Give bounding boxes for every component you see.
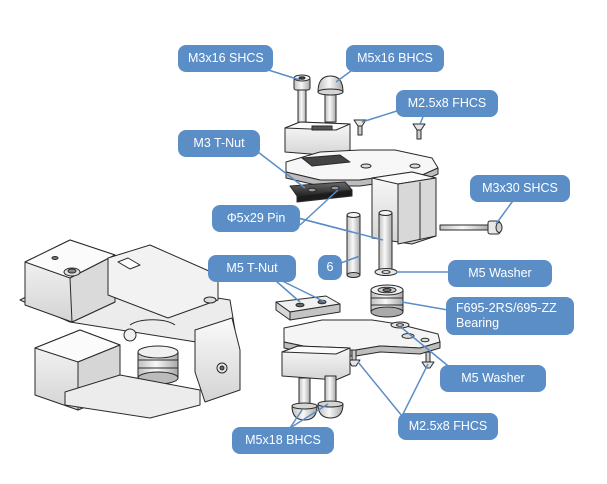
callout-m5-tnut: M5 T-Nut (208, 255, 296, 282)
assembled-bearing (137, 345, 179, 385)
part-m5x18-bhcs-b (317, 375, 344, 419)
leader-m2-5x8-fhcs-top-a (361, 109, 401, 123)
leader-m3-tnut (257, 151, 306, 189)
assembled-lower-plate (64, 374, 201, 419)
part-m3x16-shcs (293, 74, 311, 127)
callout-m2-5x8-fhcs-top: M2.5x8 FHCS (396, 90, 498, 117)
part-m5x18-bhcs-a (291, 377, 318, 421)
callout-bearing-part-number: F695-2RS/695-ZZ (456, 301, 557, 315)
top-arm-grip-texture (301, 154, 351, 167)
assembled-right-block (194, 317, 241, 403)
leader-m5x18-bhcs-b (289, 403, 329, 429)
leader-m5x18-bhcs-a (289, 409, 303, 429)
assembled-view (19, 239, 241, 419)
callout-bearing: F695-2RS/695-ZZ Bearing (446, 297, 574, 335)
leader-m2-5x8-fhcs-bottom-b (401, 363, 429, 417)
leader-lines (257, 67, 516, 429)
callout-pin-5x29: Φ5x29 Pin (212, 205, 300, 232)
part-bearing-f695 (370, 284, 404, 318)
leader-bearing (401, 301, 449, 311)
part-upper-clamp-block (284, 121, 351, 157)
callout-bearing-type: Bearing (456, 316, 500, 330)
part-m5x16-bhcs (317, 75, 344, 123)
part-m3x30-shcs (439, 220, 503, 235)
part-m2-5x8-fhcs-top-a (353, 119, 367, 136)
leader-m3x30-shcs (495, 197, 516, 225)
part-m5-tnut (275, 295, 341, 321)
part-m5-washer-bottom (390, 321, 410, 329)
exploded-view (275, 74, 503, 421)
part-pin-5x29-left (346, 212, 361, 278)
callout-m3x16-shcs: M3x16 SHCS (178, 45, 273, 72)
leader-m3-tnut-b (299, 189, 339, 226)
callout-m5-washer-bottom: M5 Washer (440, 365, 546, 392)
part-m3-tnut (289, 181, 353, 203)
callout-m3x30-shcs: M3x30 SHCS (470, 175, 570, 202)
part-m5-washer-top (374, 268, 398, 276)
part-m2-5x8-fhcs-top-b (412, 123, 426, 140)
callout-m5-washer-top: M5 Washer (448, 260, 552, 287)
callout-m3-tnut: M3 T-Nut (178, 130, 260, 157)
callout-qty-6: 6 (318, 255, 342, 280)
part-m2-5x8-fhcs-bottom-a (347, 349, 361, 367)
callout-m5x16-bhcs: M5x16 BHCS (346, 45, 444, 72)
callout-m2-5x8-fhcs-bottom: M2.5x8 FHCS (398, 413, 498, 440)
leader-pin-right (297, 217, 384, 241)
part-pin-5x29-right (378, 210, 393, 276)
callout-m5x18-bhcs: M5x18 BHCS (232, 427, 334, 454)
part-lower-clamp-block (281, 345, 351, 381)
leader-m2-5x8-fhcs-bottom-a (357, 361, 403, 417)
